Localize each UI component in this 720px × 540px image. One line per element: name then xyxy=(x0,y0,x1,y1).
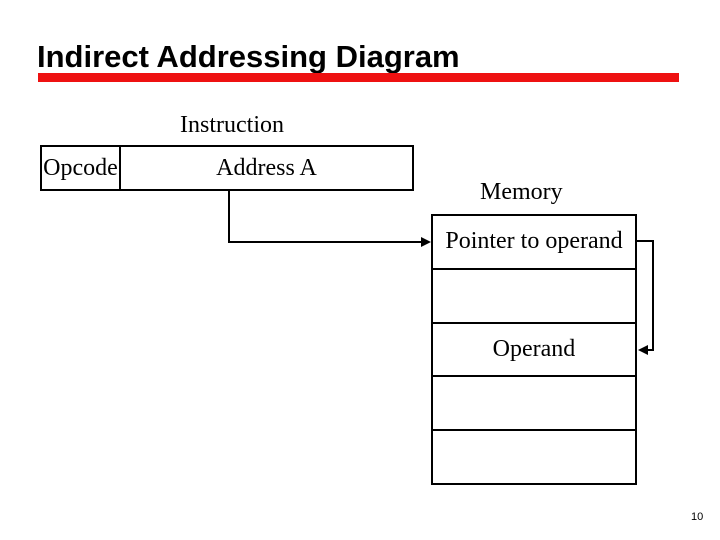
memory-row-operand: Operand xyxy=(433,324,635,378)
pointer-to-operand-loop-arrow xyxy=(637,240,654,351)
title-underline-bar xyxy=(38,73,679,82)
slide-title: Indirect Addressing Diagram xyxy=(37,39,460,74)
instruction-box: Opcode Address A xyxy=(40,145,414,191)
opcode-cell: Opcode xyxy=(42,147,121,189)
memory-table: Pointer to operand Operand xyxy=(431,214,637,485)
address-to-pointer-arrowhead xyxy=(421,237,431,247)
memory-row-pointer-to-operand: Pointer to operand xyxy=(433,216,635,270)
address-a-cell: Address A xyxy=(216,154,317,181)
memory-row-empty-1 xyxy=(433,270,635,324)
page-number: 10 xyxy=(691,511,704,523)
memory-label: Memory xyxy=(480,179,563,205)
memory-row-empty-2 xyxy=(433,377,635,432)
address-to-pointer-arrow xyxy=(228,191,423,243)
instruction-label: Instruction xyxy=(180,112,284,138)
memory-row-empty-3 xyxy=(433,431,635,483)
pointer-to-operand-arrowhead xyxy=(638,345,648,355)
